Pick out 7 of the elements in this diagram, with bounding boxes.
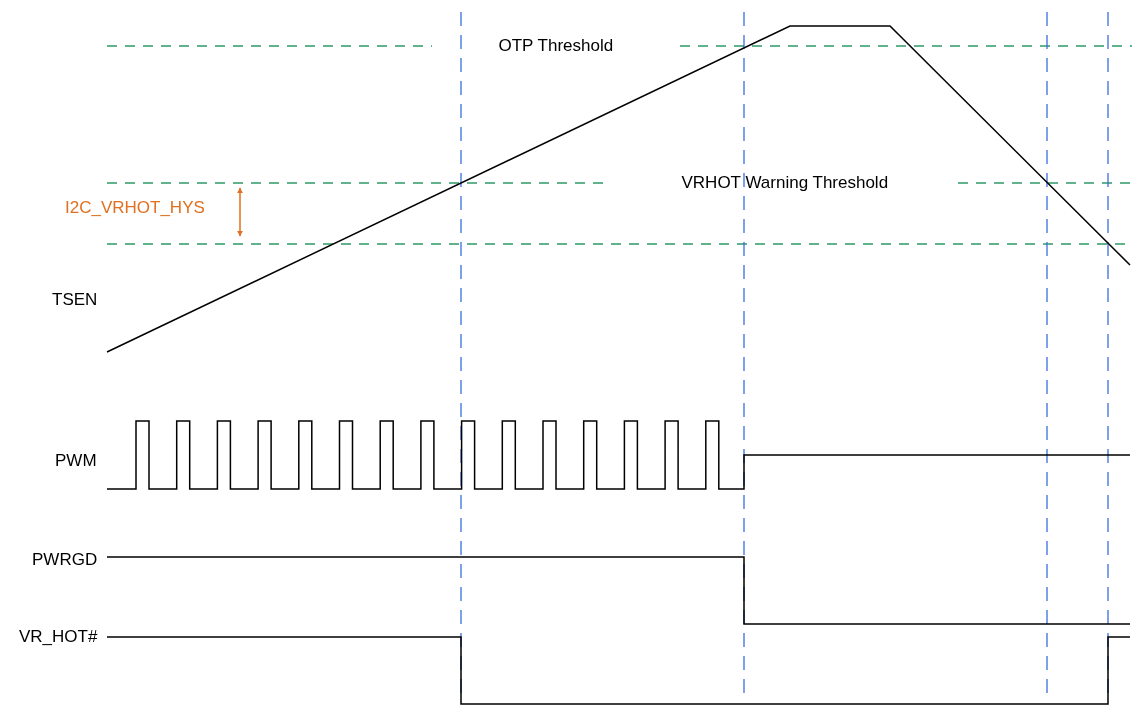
threshold-label: VRHOT Warning Threshold xyxy=(681,173,889,193)
signal-label: TSEN xyxy=(52,290,98,310)
signal-label: PWM xyxy=(55,451,97,471)
hysteresis-label: I2C_VRHOT_HYS xyxy=(65,198,205,218)
signal-label: PWRGD xyxy=(32,550,98,570)
threshold-label: OTP Threshold xyxy=(498,36,614,56)
signal-label: VR_HOT# xyxy=(19,627,98,647)
